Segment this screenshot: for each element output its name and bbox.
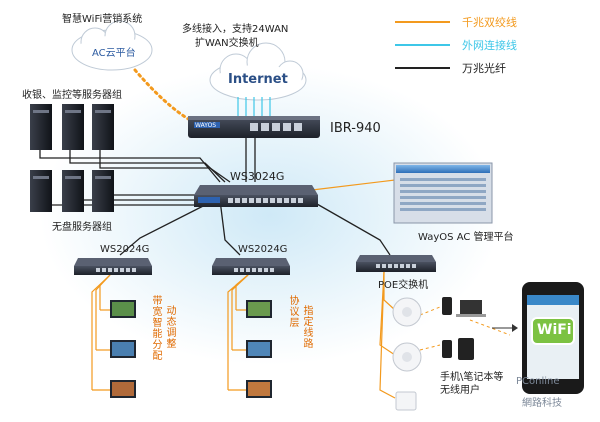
ac-platform-screen [393,162,493,224]
internet-label: Internet [228,72,288,87]
access-switch-right-label: WS2024G [238,244,288,255]
wan-note-1: 多线接入，支持24WAN [182,24,289,35]
left-vertical-2: 动态调整 [164,305,175,349]
arrow-head [512,324,518,332]
wan-lines [237,97,271,118]
users-line-1: 手机\笔记本等 [440,372,504,383]
right-vertical-2: 指定线路 [301,305,312,349]
server-group-top-shapes [30,104,114,150]
phone [522,282,584,394]
left-vertical-1: 带宽智能分配 [150,295,161,361]
wan-note-2: 扩WAN交换机 [195,38,259,49]
router-ibr940 [188,116,320,138]
pc-thumbnails-left [110,300,136,398]
users-line-2: 无线用户 [440,385,480,396]
core-switch [194,185,318,207]
watermark-2: 網路科技 [522,398,562,409]
wifi-badge: WiFi [537,322,572,338]
access-points [392,297,422,411]
legend-gigabit: 千兆双绞线 [462,16,517,29]
client-devices [442,297,486,360]
cloud-link [133,68,192,122]
ac-cloud [71,20,153,71]
poe-switch-shape [356,255,436,272]
router-brand: WAYOS [195,122,217,129]
ac-platform-label: WayOS AC 管理平台 [418,232,514,243]
wifi-marketing-label: 智慧WiFi营销系统 [62,14,143,25]
access-switch-left-label: WS2024G [100,244,150,255]
server-group-bottom-label: 无盘服务器组 [52,222,112,233]
legend-lines [395,21,450,69]
access-switch-left-shape [74,258,152,275]
legend-fiber: 万兆光纤 [462,62,506,75]
internet-cloud [209,42,307,101]
access-switch-right-shape [212,258,290,275]
poe-switch-label: POE交换机 [378,280,429,291]
pc-thumbnails-right [246,300,272,398]
legend-wan: 外网连接线 [462,39,517,52]
watermark: PConline [516,376,560,387]
server-group-bottom-shapes [30,170,114,212]
right-vertical-1: 协议层 [287,295,298,328]
wireless-lines [419,306,511,351]
server-group-top-label: 收银、监控等服务器组 [22,90,122,101]
gigabit-lines [91,179,396,399]
ac-cloud-label: AC云平台 [92,48,136,59]
core-switch-label: WS3024G [230,170,285,183]
router-model-label: IBR-940 [330,121,381,136]
